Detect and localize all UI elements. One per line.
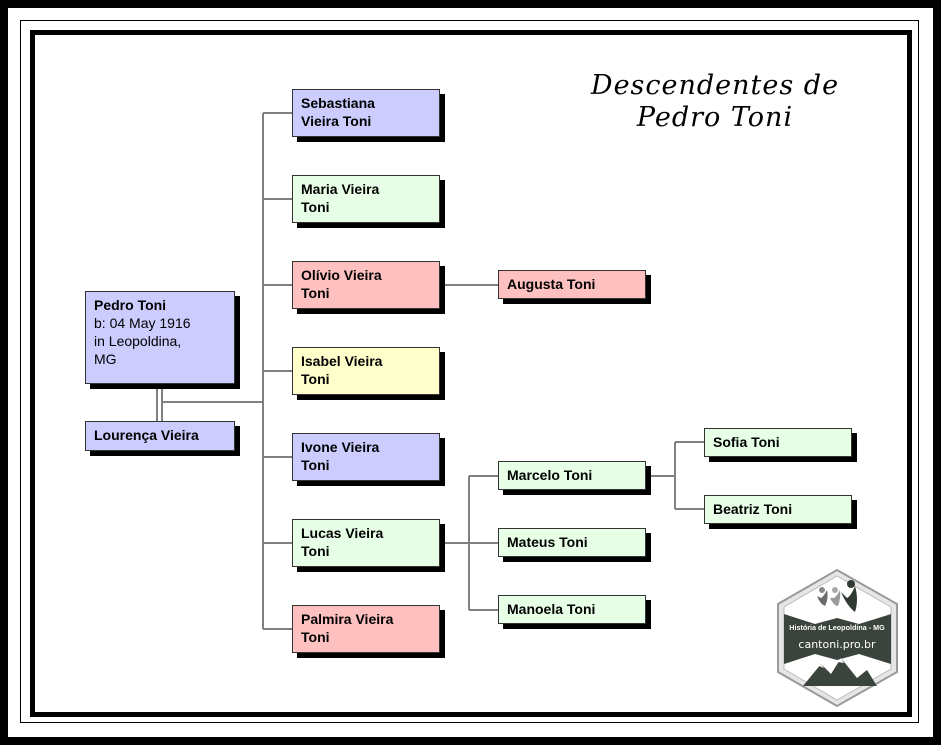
person-name-line1: Maria Vieira xyxy=(301,181,380,197)
person-isabel-vieira-toni[interactable]: Isabel Vieira Toni xyxy=(292,347,440,395)
person-sebastiana-vieira-toni[interactable]: Sebastiana Vieira Toni xyxy=(292,89,440,137)
person-name: Manoela Toni xyxy=(507,601,596,617)
person-lucas-vieira-toni[interactable]: Lucas Vieira Toni xyxy=(292,519,440,567)
person-maria-vieira-toni[interactable]: Maria Vieira Toni xyxy=(292,175,440,223)
people-icon xyxy=(817,580,857,612)
person-name-line1: Isabel Vieira xyxy=(301,353,383,369)
logo-label: História de Leopoldina - MG xyxy=(789,623,885,632)
mountains-icon xyxy=(803,658,877,686)
person-marcelo-toni[interactable]: Marcelo Toni xyxy=(498,461,646,490)
person-beatriz-toni[interactable]: Beatriz Toni xyxy=(704,495,852,524)
logo-banner xyxy=(784,614,891,664)
person-name: Pedro Toni xyxy=(94,297,167,313)
person-name-line1: Sebastiana xyxy=(301,95,375,111)
person-name-line2: Vieira Toni xyxy=(301,113,372,129)
person-name-line2: Toni xyxy=(301,285,330,301)
person-name-line1: Lucas Vieira xyxy=(301,525,384,541)
person-palmira-vieira-toni[interactable]: Palmira Vieira Toni xyxy=(292,605,440,653)
birth-place-line1: in Leopoldina, xyxy=(94,333,182,349)
logo-site: cantoni.pro.br xyxy=(798,638,876,651)
person-sofia-toni[interactable]: Sofia Toni xyxy=(704,428,852,457)
person-name: Lourença Vieira xyxy=(94,427,199,443)
person-name: Mateus Toni xyxy=(507,534,588,550)
person-name-line2: Toni xyxy=(301,199,330,215)
person-name-line2: Toni xyxy=(301,629,330,645)
person-name-line1: Olívio Vieira xyxy=(301,267,382,283)
chart-title-line2: Pedro Toni xyxy=(636,102,794,133)
person-ivone-vieira-toni[interactable]: Ivone Vieira Toni xyxy=(292,433,440,481)
person-name: Sofia Toni xyxy=(713,434,780,450)
person-manoela-toni[interactable]: Manoela Toni xyxy=(498,595,646,624)
person-pedro-toni[interactable]: Pedro Toni b: 04 May 1916 in Leopoldina,… xyxy=(85,291,235,384)
chart-title-line1: Descendentes de xyxy=(590,70,840,101)
person-olivio-vieira-toni[interactable]: Olívio Vieira Toni xyxy=(292,261,440,309)
person-mateus-toni[interactable]: Mateus Toni xyxy=(498,528,646,557)
thin-frame-border xyxy=(20,20,919,723)
person-name: Marcelo Toni xyxy=(507,467,593,483)
birth-place-line2: MG xyxy=(94,351,117,367)
person-name-line2: Toni xyxy=(301,371,330,387)
site-logo[interactable]: História de Leopoldina - MG cantoni.pro.… xyxy=(775,568,900,708)
person-name-line2: Toni xyxy=(301,543,330,559)
person-name-line2: Toni xyxy=(301,457,330,473)
person-name-line1: Palmira Vieira xyxy=(301,611,394,627)
person-name: Beatriz Toni xyxy=(713,501,793,517)
person-augusta-toni[interactable]: Augusta Toni xyxy=(498,270,646,299)
person-name: Augusta Toni xyxy=(507,276,596,292)
birth-date: b: 04 May 1916 xyxy=(94,315,191,331)
person-lourenca-vieira[interactable]: Lourença Vieira xyxy=(85,421,235,451)
person-name-line1: Ivone Vieira xyxy=(301,439,380,455)
chart-title: Descendentes de Pedro Toni xyxy=(560,70,870,134)
